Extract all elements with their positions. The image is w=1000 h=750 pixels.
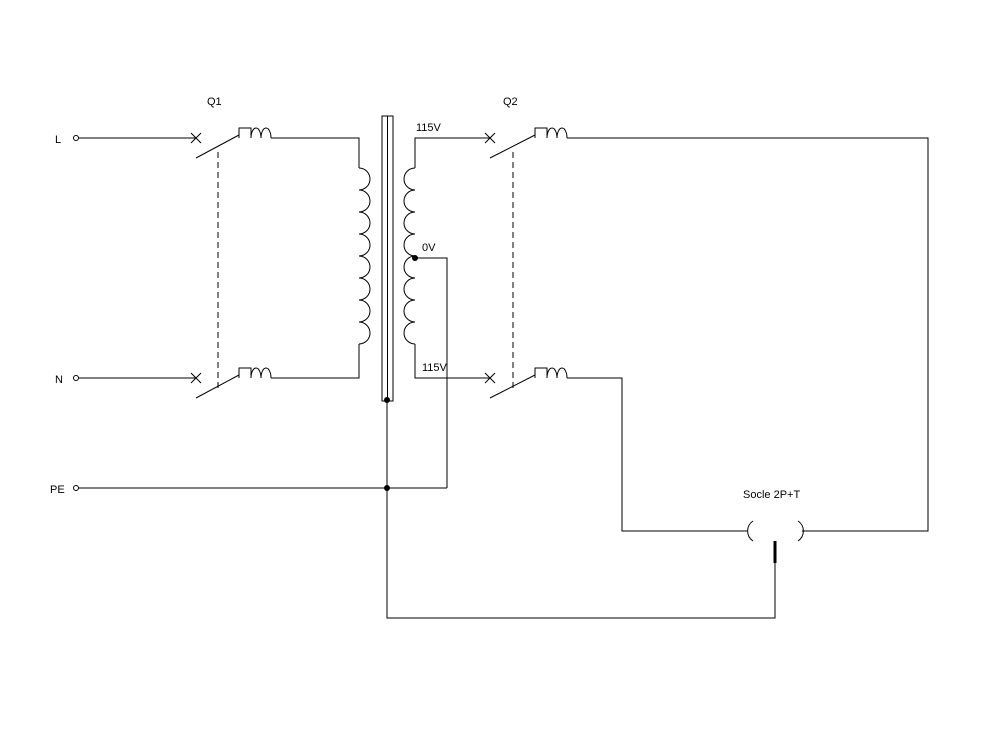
secondary-bottom-label: 115V: [422, 362, 448, 374]
thermal-element-icon: [238, 127, 252, 138]
breaker-cross-icon: [484, 132, 496, 144]
magnetic-element-icon: [250, 367, 272, 379]
breaker-q1-label: Q1: [207, 96, 222, 108]
terminal-n-label: N: [55, 374, 63, 386]
breaker-cross-icon: [484, 372, 496, 384]
secondary-top-label: 115V: [416, 122, 442, 134]
socket-label: Socle 2P+T: [743, 489, 800, 501]
earth-wiring: [79, 397, 776, 619]
breaker-q1: Q1: [79, 96, 360, 399]
thermal-element-icon: [534, 367, 548, 378]
breaker-q2: Q2: [484, 96, 929, 532]
primary-winding: [358, 167, 371, 345]
terminal-l-label: L: [55, 134, 61, 146]
terminal-pe-label: PE: [50, 484, 65, 496]
breaker-cross-icon: [190, 132, 202, 144]
breaker-q2-label: Q2: [503, 96, 518, 108]
terminal-pe: PE: [50, 484, 79, 496]
magnetic-element-icon: [546, 367, 568, 379]
transformer: 115V 0V 115V: [358, 115, 490, 488]
magnetic-element-icon: [250, 127, 272, 139]
magnetic-element-icon: [546, 127, 568, 139]
breaker-cross-icon: [190, 372, 202, 384]
socket-pole-left-icon: [747, 520, 754, 542]
secondary-mid-label: 0V: [422, 242, 436, 254]
terminal-n: N: [55, 374, 79, 386]
socket-2p-t: Socle 2P+T: [743, 489, 808, 563]
thermal-element-icon: [534, 127, 548, 138]
thermal-element-icon: [238, 367, 252, 378]
terminal-l: L: [55, 134, 79, 146]
